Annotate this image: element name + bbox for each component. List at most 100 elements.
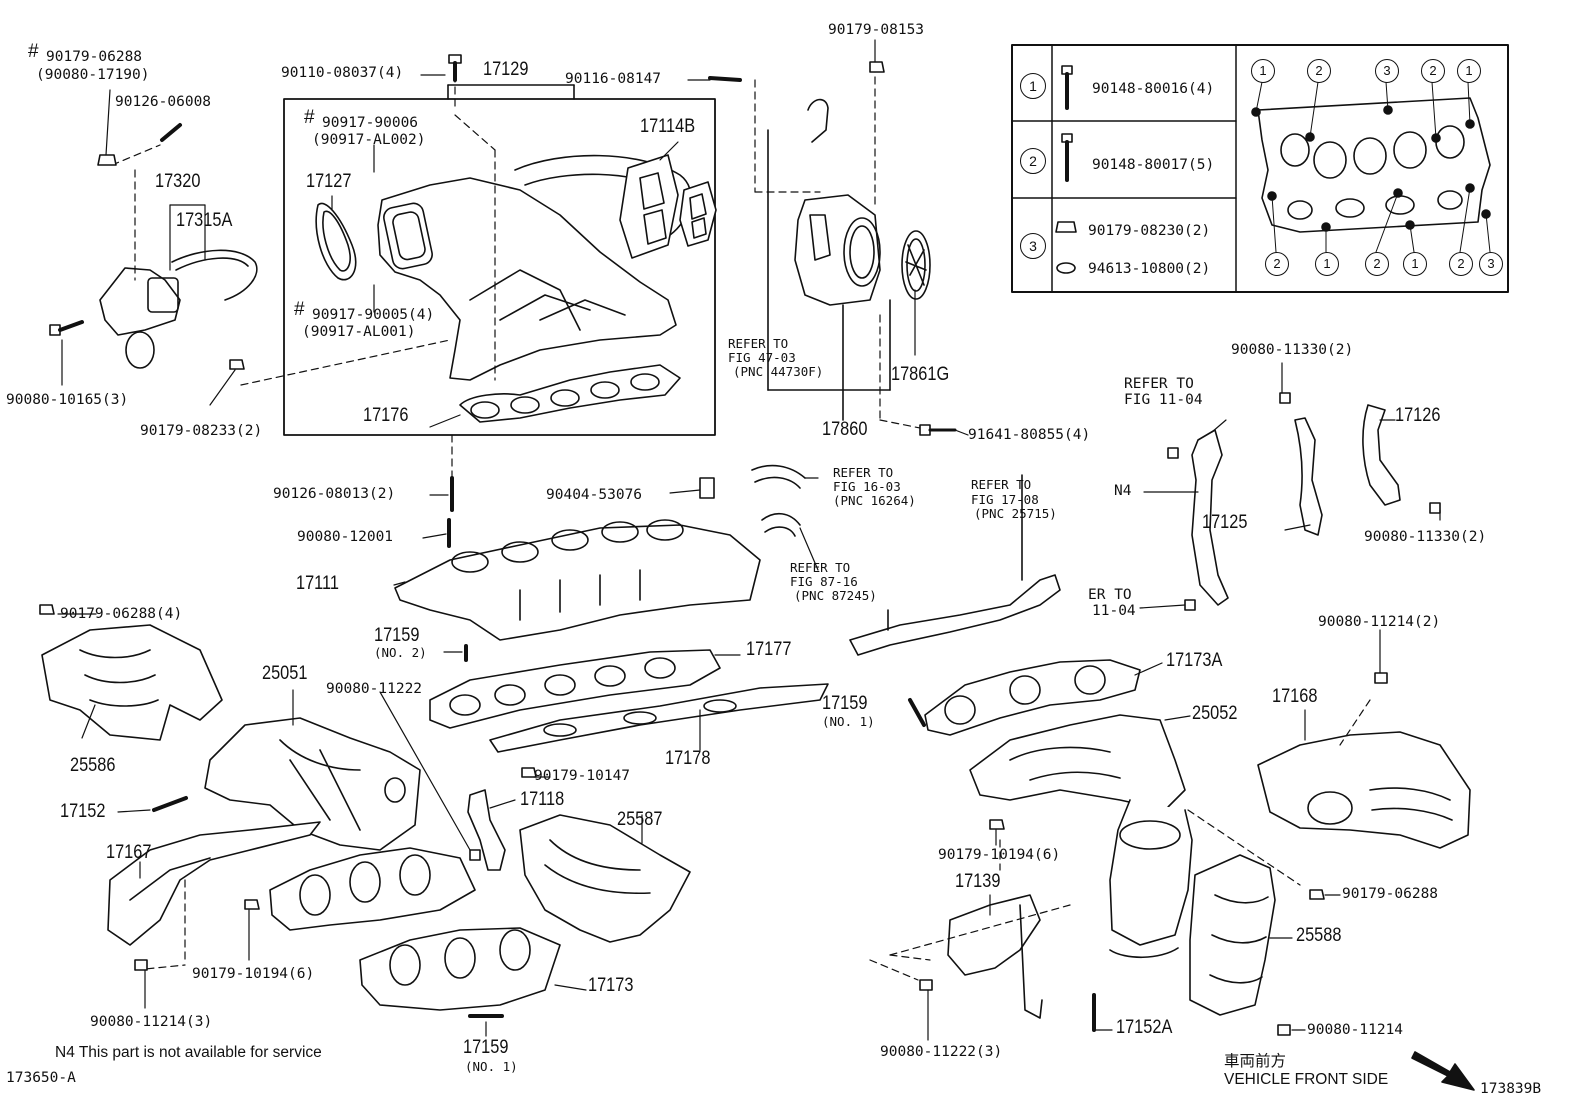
part-label: 90080-11214(3) — [90, 1014, 213, 1030]
figure-number-left: 173650-A — [6, 1070, 76, 1086]
part-label: 17139 — [955, 871, 1001, 892]
hose-drawing — [751, 464, 806, 479]
part-label: 90179-08153 — [828, 22, 925, 38]
bolt-icon — [1061, 133, 1073, 182]
part-label: 91641-80855(4) — [968, 427, 1091, 443]
refer-label: FIG 16-03 — [833, 479, 901, 494]
part-label: 17126 — [1395, 405, 1441, 426]
part-label: 17118 — [520, 789, 565, 810]
refer-label: FIG 87-16 — [790, 574, 858, 589]
exhaust-manifold-25051-drawing — [204, 717, 421, 851]
direction-label-jp: 車両前方 — [1224, 1053, 1287, 1070]
legend-number: 1 — [1020, 73, 1046, 99]
refer-label: (PNC 44730F) — [733, 364, 824, 379]
part-label: 90179-10194(6) — [938, 847, 1061, 863]
part-label: 17176 — [363, 405, 409, 426]
gasket-17861g-drawing — [901, 230, 931, 300]
part-label: 90917-90006 — [322, 115, 419, 131]
legend-part-label: 90148-80017(5) — [1092, 157, 1215, 173]
bolt-icon — [1061, 65, 1073, 110]
part-label: 90179-08233(2) — [140, 423, 263, 439]
part-label: 17168 — [1272, 686, 1318, 707]
part-label: 17315A — [176, 210, 233, 231]
part-label: 25052 — [1192, 703, 1238, 724]
part-label: 17129 — [483, 59, 529, 80]
part-label: 17125 — [1202, 512, 1248, 533]
insulator-17167-drawing — [107, 821, 321, 946]
refer-label: REFER TO — [971, 477, 1032, 492]
part-label: 17127 — [306, 171, 352, 192]
legend-table — [1011, 44, 1509, 293]
bracket-n4-drawing — [1191, 429, 1229, 606]
part-label: (NO. 2) — [374, 645, 427, 660]
gasket-bolt-number: 1 — [1457, 59, 1481, 83]
vsv-17320-drawing — [99, 249, 258, 369]
part-label: 25051 — [262, 663, 308, 684]
part-label: 90110-08037(4) — [281, 65, 404, 81]
gasket-17114b-drawing — [619, 154, 717, 259]
part-label: 17860 — [822, 419, 868, 440]
heat-insulator-25586-drawing — [41, 624, 223, 741]
part-label: 90080-11330(2) — [1364, 529, 1487, 545]
gasket-bolt-number: 1 — [1315, 252, 1339, 276]
vehicle-front-arrow-icon — [1411, 1051, 1475, 1091]
part-label: 17173 — [588, 975, 634, 996]
part-label: 25586 — [70, 755, 116, 776]
gasket-17173-drawing — [269, 847, 561, 1011]
part-label: (NO. 1) — [822, 714, 875, 729]
hash-mark: # — [28, 41, 39, 62]
footer-note: N4 This part is not available for servic… — [55, 1044, 322, 1061]
hash-mark: # — [294, 299, 305, 320]
gasket-bolt-number: 2 — [1365, 252, 1389, 276]
refer-label: (PNC 25715) — [974, 506, 1057, 521]
refer-label: FIG 11-04 — [1124, 392, 1203, 408]
part-label: 90126-06008 — [115, 94, 212, 110]
part-label: 90080-11330(2) — [1231, 342, 1354, 358]
gasket-17173a-drawing — [924, 659, 1141, 736]
part-label: 25588 — [1296, 925, 1342, 946]
intake-lower-17111-drawing — [394, 519, 761, 641]
bracket-17139-drawing — [947, 894, 1041, 976]
gasket-bolt-number: 2 — [1421, 59, 1445, 83]
bracket-17125-drawing — [1294, 417, 1323, 536]
gasket-bolt-number: 3 — [1479, 252, 1503, 276]
part-label: 90080-11222 — [326, 681, 423, 697]
part-label: (NO. 1) — [465, 1059, 518, 1074]
refer-label: FIG 17-08 — [971, 492, 1039, 507]
refer-label: FIG 47-03 — [728, 350, 796, 365]
refer-label: 11-04 — [1092, 603, 1136, 619]
leader-lines — [57, 39, 1441, 1041]
gasket-legend-drawing — [1251, 81, 1491, 253]
part-label: 17159 — [374, 625, 420, 646]
legend-number: 2 — [1020, 148, 1046, 174]
intake-manifold-group-box — [283, 98, 716, 436]
insulator-17168-drawing — [1257, 731, 1471, 849]
part-label: 90179-10194(6) — [192, 966, 315, 982]
part-label: 90080-11214(2) — [1318, 614, 1441, 630]
part-label: 17114B — [640, 116, 696, 137]
gasket-bolt-number: 2 — [1449, 252, 1473, 276]
washer-icon — [1056, 262, 1076, 274]
part-label: 90179-10147 — [534, 768, 631, 784]
gasket-bolt-number: 1 — [1403, 252, 1427, 276]
legend-part-label: 90148-80016(4) — [1092, 81, 1215, 97]
gasket-bolt-number: 3 — [1375, 59, 1399, 83]
refer-label: ER TO — [1088, 587, 1132, 603]
part-label: 17152 — [60, 801, 106, 822]
throttle-body-drawing — [794, 98, 881, 306]
part-label: 90404-53076 — [546, 487, 643, 503]
refer-label: REFER TO — [833, 465, 894, 480]
part-label: 25587 — [617, 809, 663, 830]
part-label: 17173A — [1166, 650, 1223, 671]
part-label: 90179-06288(4) — [60, 606, 183, 622]
refer-label: REFER TO — [1124, 376, 1194, 392]
part-label: 90080-10165(3) — [6, 392, 129, 408]
part-label: 17152A — [1116, 1017, 1173, 1038]
legend-number: 3 — [1020, 233, 1046, 259]
part-label: (90917-AL001) — [302, 324, 416, 340]
part-label: 90126-08013(2) — [273, 486, 396, 502]
legend-part-label: 90179-08230(2) — [1088, 223, 1211, 239]
part-label: 90080-11222(3) — [880, 1044, 1003, 1060]
